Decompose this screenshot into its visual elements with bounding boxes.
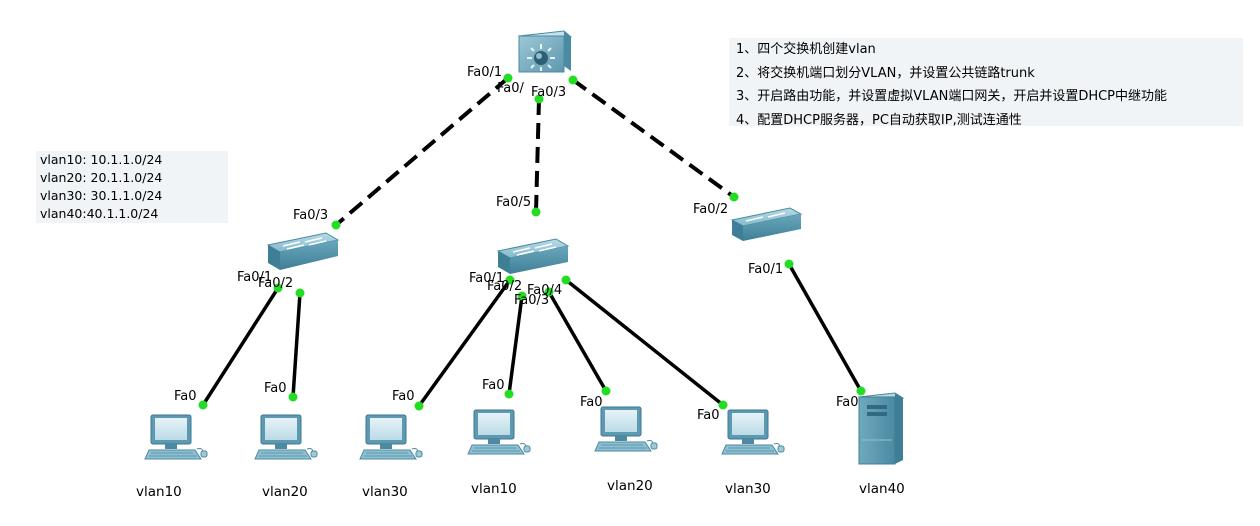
access-switch-2[interactable] — [496, 238, 570, 274]
subnet-note-line: vlan20: 20.1.1.0/24 — [40, 170, 163, 185]
subnet-note-line: vlan30: 30.1.1.0/24 — [40, 188, 163, 203]
pc-3[interactable] — [359, 414, 423, 460]
pc-icon — [144, 414, 208, 460]
server-icon — [857, 392, 905, 465]
port-label-core-fa0: Fa0/ — [497, 81, 525, 96]
port-dot — [561, 275, 571, 285]
host-label-server: vlan40 — [859, 481, 905, 497]
link-s2-pc3 — [417, 278, 512, 408]
port-label-core-fa03: Fa0/3 — [531, 85, 566, 100]
host-label-pc2: vlan20 — [262, 484, 308, 500]
port-dot — [505, 275, 515, 285]
port-label-s1-fa03: Fa0/3 — [293, 208, 328, 223]
pc-2[interactable] — [254, 414, 318, 460]
multilayer-switch-icon — [517, 30, 573, 73]
steps-note-line: 4、配置DHCP服务器，PC自动获取IP,测试连通性 — [736, 112, 1022, 127]
port-label-s2-fa03: Fa0/3 — [514, 293, 549, 308]
link-s2-pc6 — [564, 278, 725, 407]
port-dot — [503, 73, 513, 83]
port-dot — [414, 401, 424, 411]
link-s1-pc1 — [201, 287, 280, 406]
port-label-s2-fa01: Fa0/1 — [469, 271, 504, 286]
port-dot — [531, 207, 541, 217]
port-dot — [504, 389, 514, 399]
link-core-s1 — [334, 76, 510, 227]
port-dot — [517, 291, 527, 301]
link-s1-pc2 — [291, 292, 302, 398]
access-switch-1[interactable] — [266, 232, 340, 270]
port-label-s3-fa02: Fa0/2 — [693, 202, 728, 217]
access-switch-3[interactable] — [730, 207, 803, 241]
pc-icon — [594, 406, 658, 452]
port-label-s2-fa05: Fa0/5 — [496, 195, 531, 210]
port-dot — [273, 283, 283, 293]
link-s2-pc4 — [507, 295, 524, 395]
port-dot — [295, 288, 305, 298]
port-dot — [856, 386, 866, 396]
port-label-core-fa01: Fa0/1 — [467, 65, 502, 80]
link-core-s3 — [571, 78, 736, 199]
switch-icon — [730, 207, 803, 241]
port-label-s3-fa01: Fa0/1 — [748, 262, 783, 277]
port-label-s2-fa02: Fa0/2 — [487, 279, 522, 294]
port-dot — [784, 259, 794, 269]
link-s2-pc5 — [547, 291, 608, 392]
port-dot — [534, 94, 544, 104]
subnet-note-line: vlan40:40.1.1.0/24 — [40, 206, 159, 221]
port-label-pc1-fa0: Fa0 — [174, 389, 197, 404]
port-dot — [718, 400, 728, 410]
port-dot — [601, 386, 611, 396]
host-label-pc3: vlan30 — [362, 484, 408, 500]
port-label-pc5-fa0: Fa0 — [580, 395, 603, 410]
port-dot — [568, 75, 578, 85]
steps-note-line: 2、将交换机端口划分VLAN，并设置公共链路trunk — [736, 65, 1035, 81]
dhcp-server[interactable] — [857, 392, 905, 465]
switch-icon — [266, 232, 340, 270]
subnet-note-line: vlan10: 10.1.1.0/24 — [40, 152, 163, 167]
host-label-pc1: vlan10 — [136, 484, 182, 500]
port-label-server-fa0: Fa0 — [836, 395, 859, 410]
host-label-pc5: vlan20 — [607, 478, 653, 494]
port-label-pc6-fa0: Fa0 — [697, 408, 720, 423]
steps-note: 1、四个交换机创建vlan 2、将交换机端口划分VLAN，并设置公共链路trun… — [729, 38, 1243, 126]
port-dot — [288, 392, 298, 402]
pc-6[interactable] — [721, 409, 785, 455]
core-switch[interactable] — [517, 30, 573, 73]
link-s3-server — [787, 263, 863, 392]
subnet-note: vlan10: 10.1.1.0/24 vlan20: 20.1.1.0/24 … — [36, 151, 228, 223]
link-core-s2 — [534, 98, 541, 213]
steps-note-line: 1、四个交换机创建vlan — [736, 42, 876, 57]
port-label-s1-fa02: Fa0/2 — [258, 276, 293, 291]
pc-icon — [721, 409, 785, 455]
pc-4[interactable] — [467, 409, 531, 455]
port-dot — [729, 192, 739, 202]
pc-5[interactable] — [594, 406, 658, 452]
port-label-pc3-fa0: Fa0 — [392, 389, 415, 404]
port-label-s1-fa01: Fa0/1 — [237, 270, 272, 285]
port-dot — [198, 400, 208, 410]
pc-1[interactable] — [144, 414, 208, 460]
port-label-s2-fa04: Fa0/4 — [527, 283, 562, 298]
port-dot — [544, 287, 554, 297]
port-label-pc2-fa0: Fa0 — [264, 381, 287, 396]
pc-icon — [467, 409, 531, 455]
pc-icon — [254, 414, 318, 460]
port-dot — [331, 220, 341, 230]
host-label-pc4: vlan10 — [471, 481, 517, 497]
pc-icon — [359, 414, 423, 460]
host-label-pc6: vlan30 — [725, 481, 771, 497]
steps-note-line: 3、开启路由功能，并设置虚拟VLAN端口网关，开启并设置DHCP中继功能 — [736, 89, 1168, 104]
switch-icon — [496, 238, 570, 274]
port-label-pc4-fa0: Fa0 — [482, 378, 505, 393]
